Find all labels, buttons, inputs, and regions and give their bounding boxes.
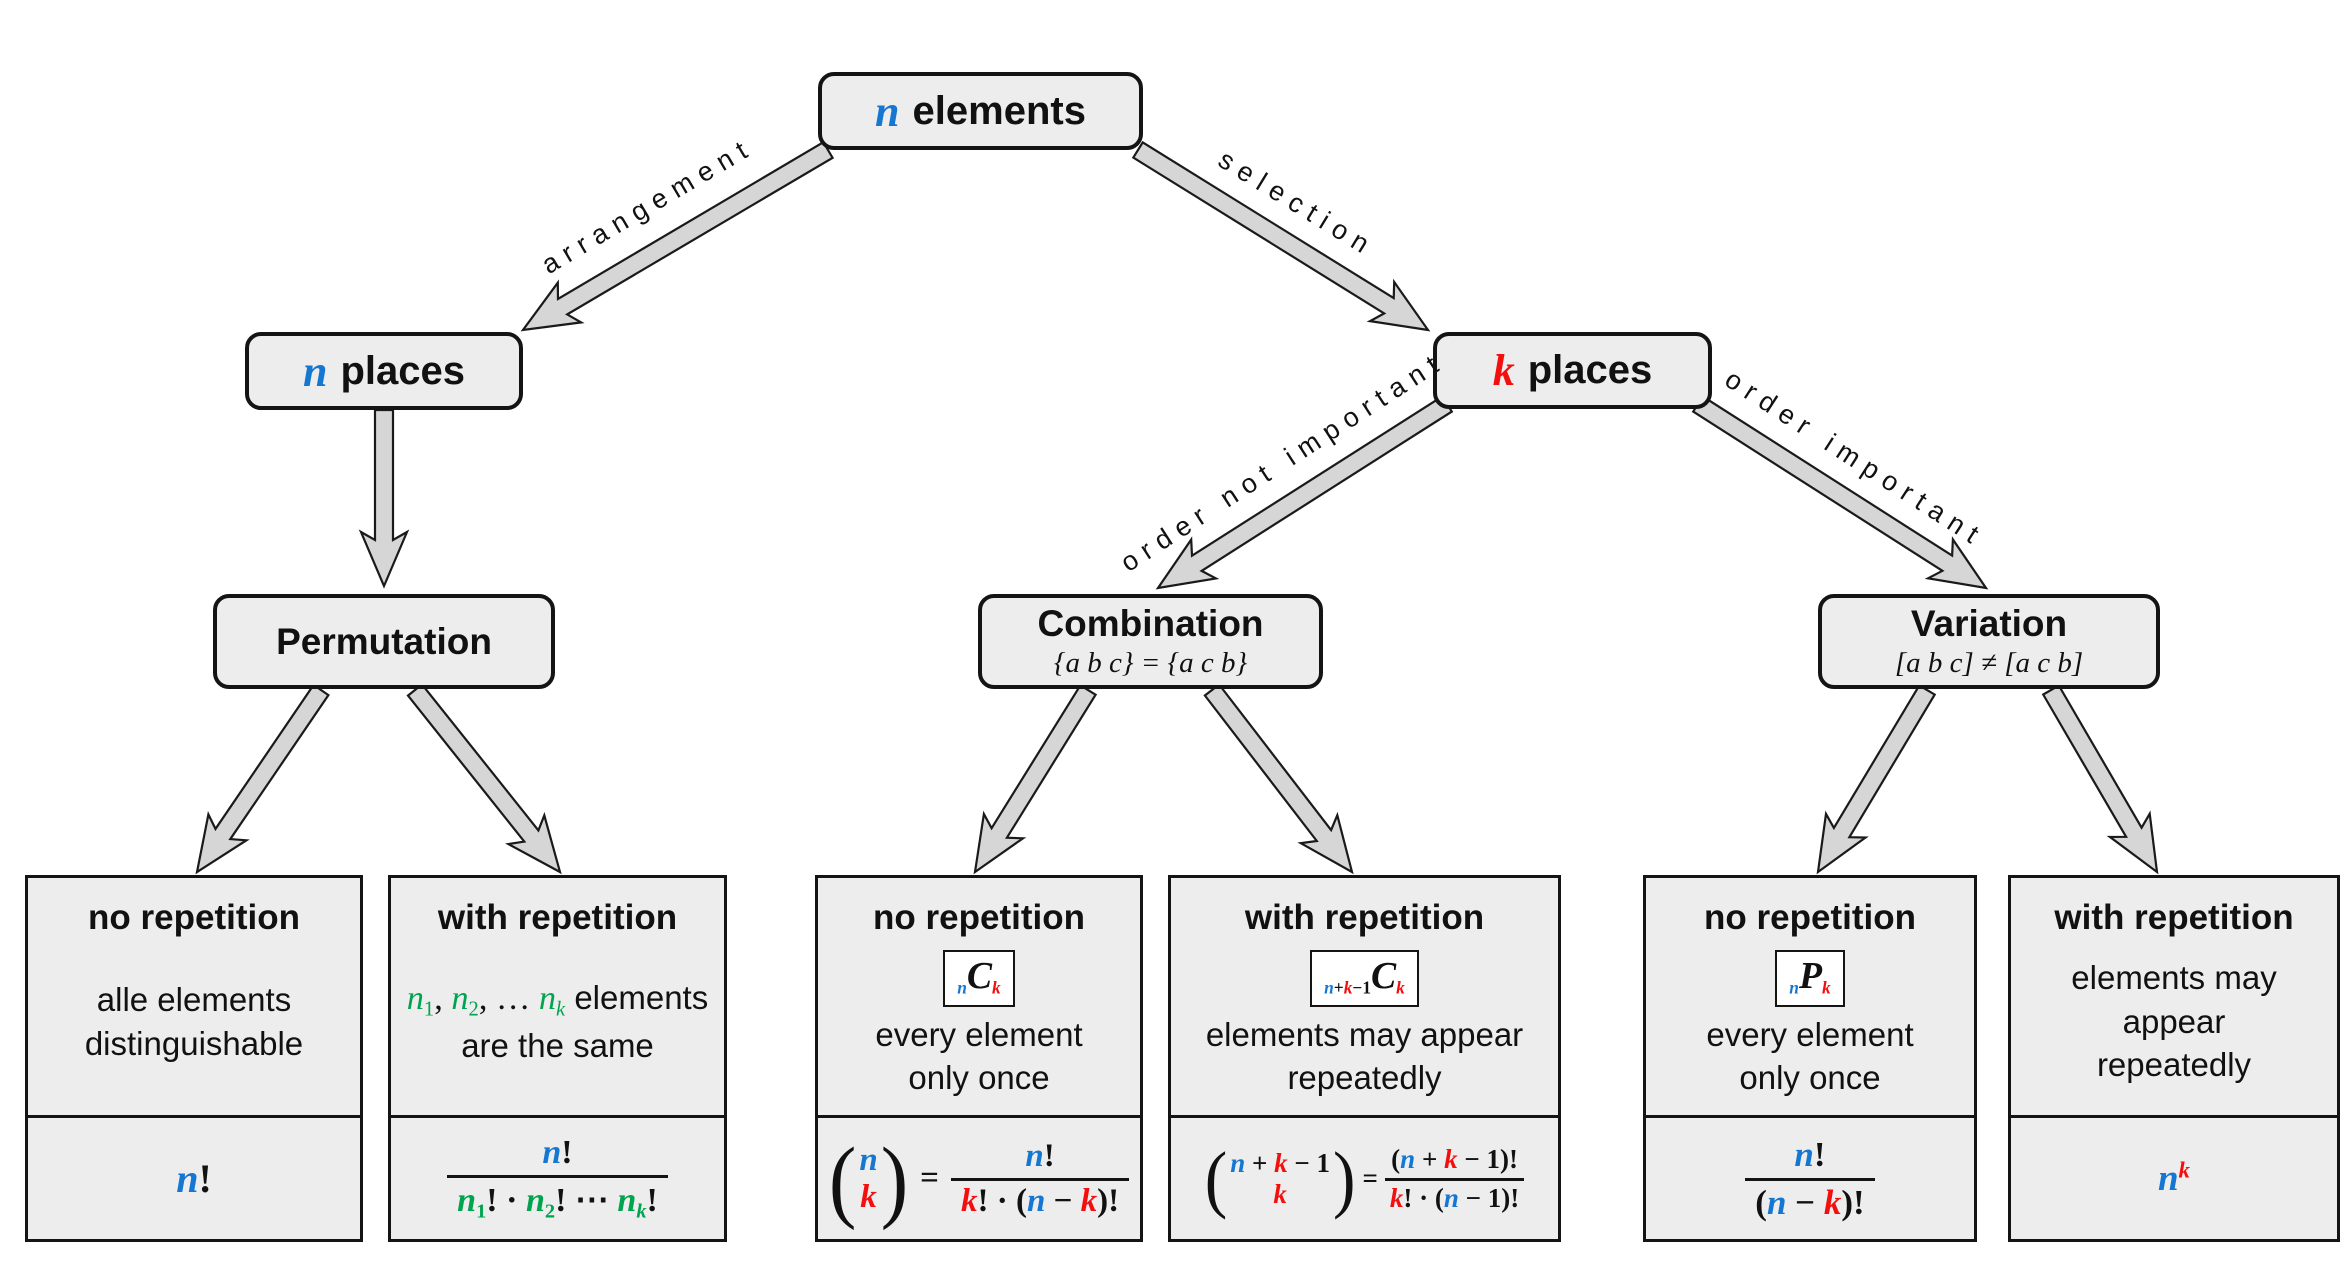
arrow [1816, 683, 1937, 875]
leaf-top: with repetition elements may appear repe… [2011, 878, 2337, 1115]
arrow [1691, 394, 1989, 590]
leaf-top: no repetition alle elements distinguisha… [28, 878, 360, 1115]
variation-subtitle: [a b c] ≠ [a c b] [1894, 647, 2084, 680]
leaf-formula: n! [28, 1115, 360, 1239]
leaf-combination-with-repetition: with repetition n+k−1Ck elements may app… [1168, 875, 1561, 1242]
leaf-top: with repetition n1, n2, … nk elements ar… [391, 878, 724, 1115]
leaf-permutation-no-repetition: no repetition alle elements distinguisha… [25, 875, 363, 1242]
node-n-places-label: places [340, 348, 465, 393]
var-k: k [1492, 346, 1515, 395]
leaf-combination-no-repetition: no repetition nCk every element only onc… [815, 875, 1143, 1242]
leaf-header: with repetition [437, 898, 678, 937]
variation-title: Variation [1910, 603, 2068, 645]
arrow [1155, 394, 1454, 590]
leaf-description: n1, n2, … nk elements are the same [406, 978, 709, 1064]
arrow [520, 140, 835, 332]
var-n: n [875, 86, 900, 136]
arrow [1203, 682, 1354, 875]
node-permutation: Permutation [213, 594, 555, 689]
leaf-formula: ( n k ) = n! k! · (n − k)! [818, 1115, 1140, 1239]
leaf-header: no repetition [1704, 898, 1916, 937]
arrow [195, 683, 330, 875]
leaf-variation-no-repetition: no repetition nPk every element only onc… [1643, 875, 1977, 1242]
leaf-top: no repetition nCk every element only onc… [818, 878, 1140, 1115]
leaf-formula: n! n1! · n2! ⋯ nk! [391, 1115, 724, 1239]
leaf-top: with repetition n+k−1Ck elements may app… [1171, 878, 1558, 1115]
node-n-elements: n elements [818, 72, 1143, 150]
node-combination: Combination {a b c} = {a c b} [978, 594, 1323, 689]
leaf-formula: ( n + k − 1 k ) = (n + k − 1)! k! · (n −… [1171, 1115, 1558, 1239]
arrow [406, 682, 562, 875]
leaf-formula: n! (n − k)! [1646, 1115, 1974, 1239]
node-k-places-label: places [1527, 348, 1653, 392]
var-n: n [302, 346, 328, 396]
leaf-header: no repetition [873, 898, 1085, 937]
arrow [973, 683, 1098, 875]
permutation-title: Permutation [276, 620, 492, 662]
notation-badge-n+k-1Ck: n+k−1Ck [1310, 950, 1419, 1008]
leaf-description: elements may appear repeatedly [2071, 959, 2277, 1084]
leaf-header: with repetition [1244, 898, 1485, 937]
arrow [358, 408, 410, 589]
node-n-elements-label: elements [912, 88, 1086, 133]
notation-badge-nPk: nPk [1775, 950, 1845, 1008]
arrow [2041, 683, 2159, 875]
leaf-top: no repetition nPk every element only onc… [1646, 878, 1974, 1115]
leaf-permutation-with-repetition: with repetition n1, n2, … nk elements ar… [388, 875, 727, 1242]
leaf-formula: nk [2011, 1115, 2337, 1239]
node-variation: Variation [a b c] ≠ [a c b] [1818, 594, 2160, 689]
combination-subtitle: {a b c} = {a c b} [1053, 647, 1248, 680]
leaf-variation-with-repetition: with repetition elements may appear repe… [2008, 875, 2340, 1242]
leaf-header: with repetition [2054, 898, 2294, 937]
notation-badge-nCk: nCk [943, 950, 1015, 1008]
combination-title: Combination [1037, 603, 1264, 645]
leaf-description: alle elements distinguishable [84, 980, 304, 1062]
arrow [1131, 140, 1431, 332]
leaf-description: every element only once [1706, 1015, 1914, 1097]
leaf-description: every element only once [875, 1015, 1083, 1097]
leaf-description: elements may appear repeatedly [1205, 1015, 1524, 1097]
leaf-header: no repetition [88, 898, 300, 937]
